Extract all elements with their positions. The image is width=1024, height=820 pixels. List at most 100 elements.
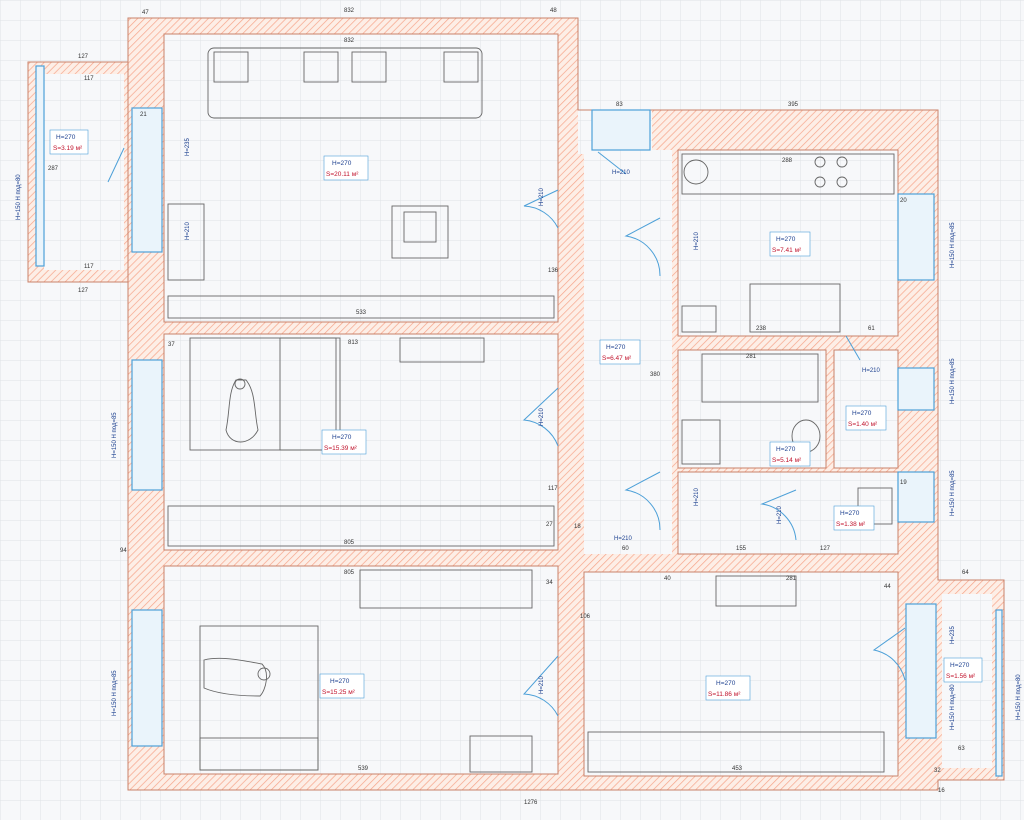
door-label-2: H=210 <box>539 407 545 426</box>
door-label-8: H=210 <box>614 536 633 542</box>
room-label-left-balcony: H=270 S=3.19 м² <box>49 129 89 155</box>
room-label-bedroom-2: H=270 S=15.25 м² <box>319 673 365 699</box>
door-label-11: H=235 <box>185 137 191 156</box>
dim-kitchen-bottom: 238 <box>756 326 767 332</box>
room-label-room-4: H=270 S=11.86 м² <box>705 675 751 701</box>
window-label-kitchen: H=150 H под=85 <box>950 222 956 268</box>
dim-lb-inner-top: 117 <box>84 76 94 82</box>
door-label-7: H=210 <box>612 170 631 176</box>
dim-side-63: 63 <box>958 746 965 752</box>
door-labels: H=210 H=210 H=210 H=210 H=210 H=210 H=21… <box>185 137 956 694</box>
figures <box>203 378 271 697</box>
room-area: S=15.25 м² <box>322 689 356 696</box>
dim-lb-height: 287 <box>48 166 59 172</box>
room-height: H=270 <box>606 344 626 351</box>
dim-lb-bottom: 127 <box>78 288 89 294</box>
room-height: H=270 <box>332 434 352 441</box>
room-label-wc: H=270 S=1.40 м² <box>845 405 887 431</box>
door-label-5: H=210 <box>694 487 700 506</box>
dim-lb-inner-bottom: 117 <box>84 264 94 270</box>
dim-side-16: 16 <box>938 788 945 794</box>
dim-bed2-top: 805 <box>344 570 355 576</box>
dim-living-bottom: 533 <box>356 310 367 316</box>
room-height: H=270 <box>776 236 796 243</box>
dim-side-40: 40 <box>664 576 671 582</box>
dim-top-right: 48 <box>550 8 557 14</box>
door-swings <box>107 147 906 717</box>
dim-hall-side-3: 106 <box>580 614 591 620</box>
room-area: S=15.39 м² <box>324 445 358 452</box>
room-label-hall: H=270 S=6.47 м² <box>599 339 641 365</box>
window-labels: H=150 H под=80 H=150 H под=85 H=150 H по… <box>16 174 1022 730</box>
room-area: S=5.14 м² <box>772 457 802 464</box>
dim-bed2-bottom: 539 <box>358 766 369 772</box>
dim-room4-top: 281 <box>786 576 797 582</box>
room-height: H=270 <box>776 446 796 453</box>
dim-bottom-total: 1276 <box>524 800 538 806</box>
dim-bath-bottom: 155 <box>736 546 747 552</box>
window-label-right-door: H=150 H под=80 <box>1016 674 1022 720</box>
door-label-6: H=210 <box>777 505 783 524</box>
dim-side-60: 60 <box>622 546 629 552</box>
dim-side-27: 27 <box>546 522 553 528</box>
room-height: H=270 <box>330 678 350 685</box>
window-label-wc: H=150 H под=85 <box>950 358 956 404</box>
room-area: S=1.56 м² <box>946 673 976 680</box>
room-label-bath: H=270 S=5.14 м² <box>769 441 811 467</box>
dim-top-left: 47 <box>142 10 149 16</box>
dim-pillar-3: 19 <box>900 480 907 486</box>
dim-hall-side-2: 117 <box>548 486 558 492</box>
dim-pillar-1: 20 <box>900 198 907 204</box>
room-height: H=270 <box>716 680 736 687</box>
dim-kitchen-top: 288 <box>782 158 793 164</box>
room-area: S=6.47 м² <box>602 355 632 362</box>
room-label-closet: H=270 S=1.38 м² <box>833 505 875 531</box>
room-label-living: H=270 S=20.11 м² <box>323 155 369 181</box>
room-height: H=270 <box>332 160 352 167</box>
wall-outlines <box>27 17 1005 791</box>
door-label-9: H=210 <box>862 368 881 374</box>
dim-side-64: 64 <box>962 570 969 576</box>
dim-wc-bottom: 127 <box>820 546 831 552</box>
dim-room4-bottom: 453 <box>732 766 743 772</box>
room-area: S=7.41 м² <box>772 247 802 254</box>
room-height: H=270 <box>950 662 970 669</box>
dim-bed1-top: 813 <box>348 340 359 346</box>
room-area: S=11.86 м² <box>708 691 741 698</box>
room-area: S=3.19 м² <box>53 145 83 152</box>
dim-side-34: 34 <box>546 580 553 586</box>
room-height: H=270 <box>840 510 860 517</box>
room-labels: H=270 S=3.19 м² H=270 S=20.11 м² H=270 S… <box>49 129 983 701</box>
door-label-1: H=210 <box>539 187 545 206</box>
dim-pillar-2: 21 <box>140 112 147 118</box>
dim-lb-top: 127 <box>78 54 89 60</box>
window-label-left-balcony: H=150 H под=80 <box>16 174 22 220</box>
window-label-bed1: H=150 H под=85 <box>112 412 118 458</box>
room-height: H=270 <box>852 410 872 417</box>
dim-right-step: 395 <box>788 102 799 108</box>
door-label-12: H=235 <box>950 625 956 644</box>
furniture <box>167 47 895 773</box>
window-label-bed2: H=150 H под=85 <box>112 670 118 716</box>
door-label-10: H=210 <box>185 221 191 240</box>
room-area: S=1.40 м² <box>848 421 878 428</box>
room-area: S=20.11 м² <box>326 171 359 178</box>
room-label-kitchen: H=270 S=7.41 м² <box>769 231 811 257</box>
dim-side-94: 94 <box>120 548 127 554</box>
dim-bath-top: 281 <box>746 354 757 360</box>
dim-interior-top: 832 <box>344 38 355 44</box>
dimension-labels: 47 832 48 832 395 83 1276 127 127 117 11… <box>48 8 969 806</box>
dim-pillar-4: 18 <box>574 524 581 530</box>
door-label-4: H=210 <box>694 231 700 250</box>
window-label-bath: H=150 H под=85 <box>950 470 956 516</box>
windows <box>35 65 1003 777</box>
room-height: H=270 <box>56 134 76 141</box>
dim-hall-height: 380 <box>650 372 661 378</box>
dim-hall-side-1: 136 <box>548 268 559 274</box>
dim-top-main: 832 <box>344 8 355 14</box>
room-label-right-balcony: H=270 S=1.56 м² <box>943 657 983 683</box>
dim-side-44: 44 <box>884 584 891 590</box>
dim-side-32: 32 <box>934 768 941 774</box>
dim-bed1-bottom: 805 <box>344 540 355 546</box>
